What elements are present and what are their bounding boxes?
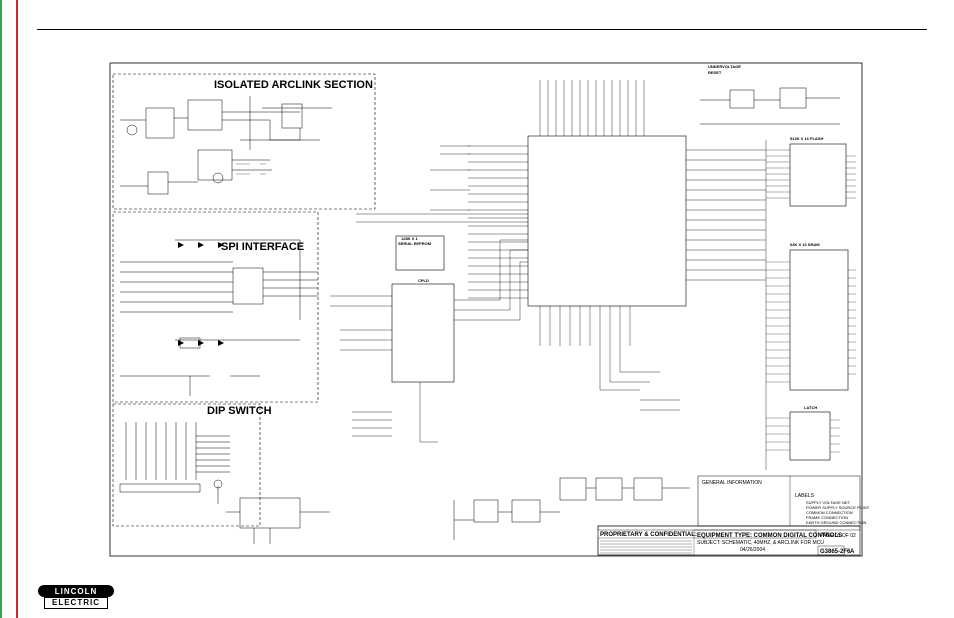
- arclink-title: ISOLATED ARCLINK SECTION: [214, 79, 373, 91]
- logo-line-2: ELECTRIC: [44, 597, 108, 609]
- arclink-section-box: [112, 73, 376, 210]
- logo-line-1: LINCOLN: [38, 585, 114, 597]
- flash-pins: [766, 149, 856, 199]
- mcu-chip: [527, 135, 687, 307]
- header-rule: [37, 29, 927, 30]
- lincoln-electric-logo: LINCOLN ELECTRIC: [38, 585, 114, 612]
- flash-label: 512K X 16 FLASH: [790, 136, 823, 141]
- dip-section-box: [112, 403, 261, 527]
- arclink-labels-marks: [236, 163, 266, 175]
- legend-item-2: POWER SUPPLY SOURCE POINT: [806, 505, 870, 510]
- sram-label: 64K X 16 SRAM: [790, 242, 820, 247]
- sheet-border: [109, 62, 863, 557]
- eeprom-label-2: SERIAL EEPROM: [398, 241, 432, 246]
- equipment-type: EQUIPMENT TYPE: COMMON DIGITAL CONTROLS: [697, 533, 842, 539]
- spi-circuit: [120, 239, 318, 396]
- spi-diodes: [178, 242, 224, 346]
- power-circuits: [226, 477, 690, 544]
- margin-bar-green: [0, 0, 2, 618]
- page-number: PAGE 01 OF 02: [820, 533, 856, 539]
- eeprom-label-1: 128K X 1: [401, 236, 418, 241]
- legend-item-5: EARTH GROUND CONNECTION: [806, 520, 866, 525]
- latch-pins: [766, 417, 840, 453]
- dip-title: DIP SWITCH: [207, 405, 272, 417]
- eeprom-chip: [395, 235, 445, 271]
- margin-bar-red: [16, 0, 18, 618]
- reset-circuit: [700, 87, 840, 125]
- cpld-label: CPLD: [418, 278, 429, 283]
- legend-item-4: FRAME CONNECTION: [806, 515, 848, 520]
- drawing-number: G3865-2F6: [820, 549, 851, 555]
- dip-switch-circuit: [119, 422, 230, 504]
- latch-chip: [789, 411, 831, 461]
- arclink-circuit: [120, 96, 332, 195]
- reset-label: RESET: [708, 70, 722, 75]
- undervoltage-label: UNDERVOLTAGE: [708, 64, 741, 69]
- sram-chip: [789, 249, 849, 391]
- latch-label: LATCH: [804, 405, 817, 410]
- revision: A: [850, 549, 855, 555]
- proprietary-label: PROPRIETARY & CONFIDENTIAL:: [600, 532, 697, 538]
- bus-wiring: [330, 140, 767, 470]
- labels-title: LABELS: [795, 493, 815, 499]
- cpld-chip: [391, 283, 455, 383]
- spi-section-box: [112, 211, 319, 403]
- mcu-pins: [468, 80, 766, 346]
- legend-item-1: SUPPLY VOLTAGE NET: [806, 500, 850, 505]
- drawing-date: 04/26/2004: [740, 547, 765, 553]
- subject: SUBJECT: SCHEMATIC, 40MHZ, & ARCLINK FOR…: [697, 540, 824, 546]
- sram-pins: [766, 261, 856, 383]
- legend-item-3: COMMON CONNECTION: [806, 510, 853, 515]
- flash-chip: [789, 143, 847, 207]
- general-info-title: GENERAL INFORMATION: [702, 480, 762, 486]
- spi-title: SPI INTERFACE: [221, 241, 304, 253]
